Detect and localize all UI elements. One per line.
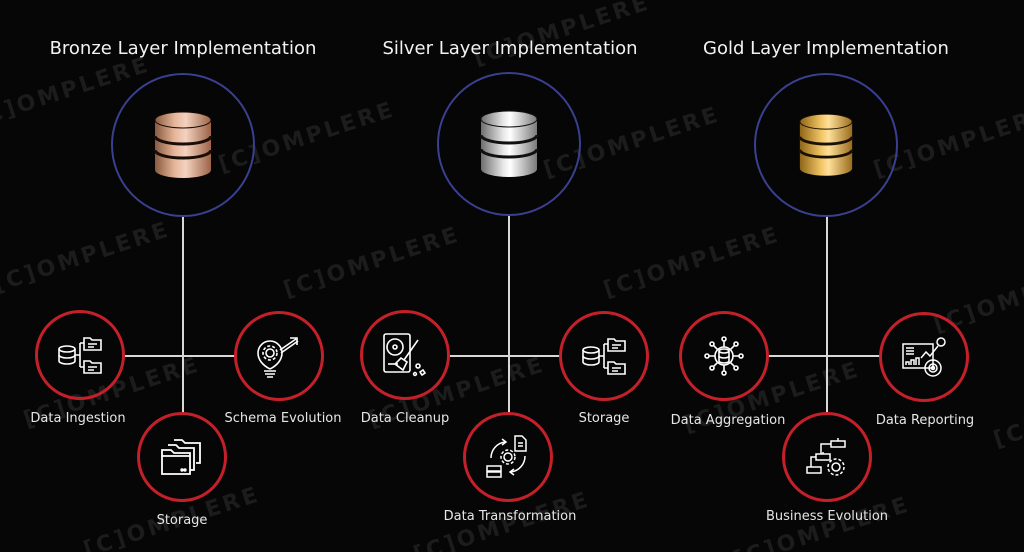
data-aggregation-node (679, 311, 769, 401)
watermark: [C]OMPLERE (280, 222, 464, 303)
data-transformation-label: Data Transformation (443, 509, 577, 524)
gold-database-icon (798, 113, 854, 176)
data-transformation-node (463, 412, 553, 502)
folders-icon (161, 439, 201, 475)
bronze-database-icon (153, 111, 213, 178)
gold-layer-node (754, 73, 898, 217)
silver-layer-node (437, 72, 581, 216)
silver-horizontal-connector (450, 355, 560, 357)
business-evolution-node (782, 412, 872, 502)
silver-layer-title: Silver Layer Implementation (382, 38, 638, 59)
bronze-storage-label: Storage (156, 513, 208, 528)
bronze-horizontal-connector (125, 355, 235, 357)
lightbulb-gear-arrow-icon (257, 337, 299, 378)
report-chart-icon (902, 337, 946, 377)
bronze-vertical-connector (182, 216, 184, 413)
silver-storage-label: Storage (578, 411, 630, 426)
silver-database-icon (479, 110, 539, 177)
watermark: [C]OMPLERE (0, 217, 174, 298)
data-cleanup-node (360, 310, 450, 400)
gold-layer-title: Gold Layer Implementation (703, 38, 949, 59)
gold-horizontal-connector (769, 355, 881, 357)
watermark: [C]OMPLERE (990, 372, 1024, 453)
watermark: [C]OMPLERE (470, 0, 654, 71)
data-ingestion-label: Data Ingestion (30, 411, 126, 426)
schema-evolution-node (234, 311, 324, 401)
database-network-icon (704, 336, 744, 376)
business-evolution-label: Business Evolution (765, 509, 889, 524)
gear-cycle-icon (486, 435, 527, 478)
database-folders-icon (58, 337, 102, 374)
silver-storage-node (559, 311, 649, 401)
data-aggregation-label: Data Aggregation (670, 413, 786, 428)
data-ingestion-node (35, 310, 125, 400)
flowchart-gear-icon (806, 438, 846, 476)
silver-vertical-connector (508, 215, 510, 413)
data-reporting-node (879, 312, 969, 402)
data-reporting-label: Data Reporting (875, 413, 975, 428)
database-folders-icon (582, 338, 626, 375)
watermark: [C]OMPLERE (600, 222, 784, 303)
schema-evolution-label: Schema Evolution (224, 411, 342, 426)
bronze-layer-node (111, 73, 255, 217)
bronze-storage-node (137, 412, 227, 502)
data-cleanup-label: Data Cleanup (360, 411, 450, 426)
gold-vertical-connector (826, 216, 828, 413)
disk-broom-icon (383, 333, 427, 377)
bronze-layer-title: Bronze Layer Implementation (49, 38, 317, 59)
